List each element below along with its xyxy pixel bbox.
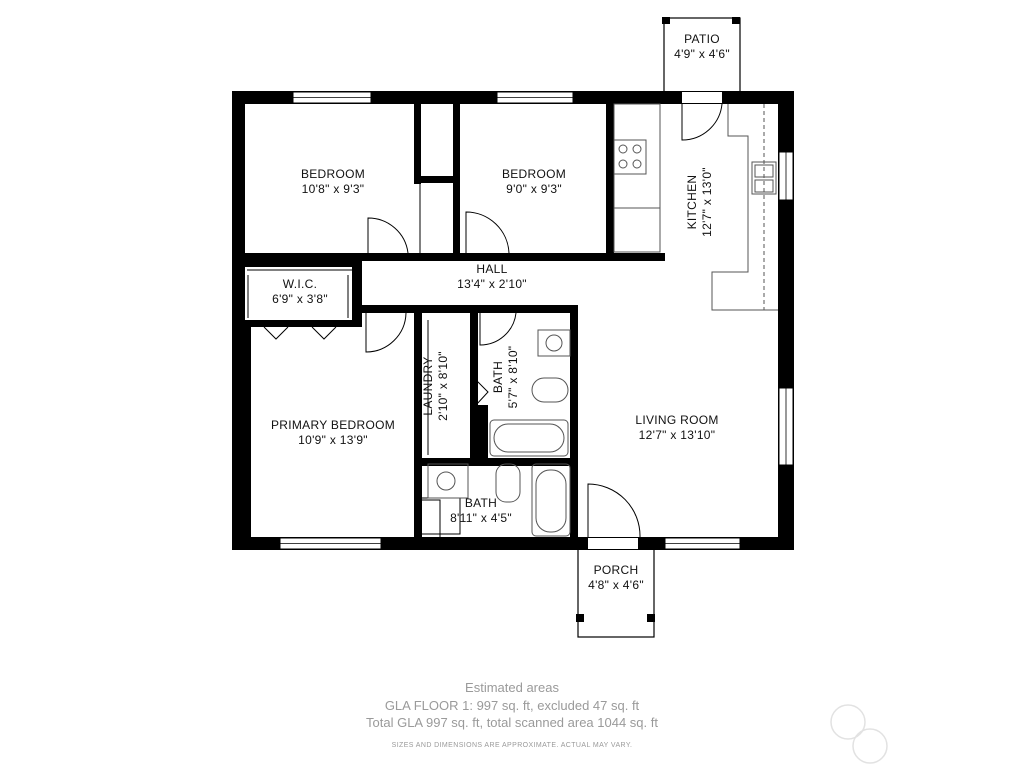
room-bath-1: BATH 5'7" x 8'10": [491, 327, 521, 427]
room-porch: PORCH 4'8" x 4'6": [576, 563, 656, 593]
room-bedroom-1: BEDROOM 10'8" x 9'3": [272, 167, 394, 197]
room-dimensions: 5'7" x 8'10": [506, 345, 520, 409]
room-dimensions: 6'9" x 3'8": [272, 292, 328, 306]
room-name: LAUNDRY: [421, 356, 435, 416]
room-dimensions: 8'11" x 4'5": [450, 511, 512, 525]
room-name: BEDROOM: [300, 167, 366, 181]
areas-heading: Estimated areas: [465, 680, 559, 695]
doors: [365, 103, 723, 538]
room-dimensions: 13'4" x 2'10": [457, 277, 527, 291]
room-primary-bedroom: PRIMARY BEDROOM 10'9" x 13'9": [258, 418, 408, 448]
room-name: PATIO: [684, 32, 720, 46]
room-kitchen: KITCHEN 12'7" x 13'0": [685, 142, 715, 262]
room-bedroom-2: BEDROOM 9'0" x 9'3": [475, 167, 593, 197]
closet-doors: [247, 269, 489, 455]
room-name: BEDROOM: [501, 167, 567, 181]
windows: [279, 91, 794, 550]
room-wic: W.I.C. 6'9" x 3'8": [252, 277, 348, 307]
room-laundry: LAUNDRY 2'10" x 8'10": [421, 336, 451, 436]
room-name: BATH: [491, 360, 505, 394]
room-name: PORCH: [593, 563, 639, 577]
room-dimensions: 4'8" x 4'6": [588, 578, 644, 592]
room-dimensions: 2'10" x 8'10": [436, 351, 450, 421]
room-dimensions: 10'8" x 9'3": [301, 182, 365, 196]
room-name: KITCHEN: [685, 174, 699, 230]
room-dimensions: 10'9" x 13'9": [298, 433, 368, 447]
kitchen-fixtures: [613, 103, 778, 311]
room-patio: PATIO 4'9" x 4'6": [662, 32, 742, 62]
areas-line-2: Total GLA 997 sq. ft, total scanned area…: [366, 715, 658, 730]
room-name: W.I.C.: [282, 277, 318, 291]
watermark-logo: [830, 704, 888, 764]
room-living-room: LIVING ROOM 12'7" x 13'10": [612, 413, 742, 443]
room-dimensions: 9'0" x 9'3": [506, 182, 562, 196]
room-dimensions: 12'7" x 13'0": [700, 167, 714, 237]
room-name: PRIMARY BEDROOM: [270, 418, 396, 432]
room-name: HALL: [476, 262, 508, 276]
interior-walls: [245, 104, 665, 550]
room-bath-2: BATH 8'11" x 4'5": [436, 496, 526, 526]
areas-line-1: GLA FLOOR 1: 997 sq. ft, excluded 47 sq.…: [384, 698, 640, 713]
room-hall: HALL 13'4" x 2'10": [432, 262, 552, 292]
room-dimensions: 12'7" x 13'10": [638, 428, 716, 442]
room-name: LIVING ROOM: [635, 413, 719, 427]
room-dimensions: 4'9" x 4'6": [674, 47, 730, 61]
room-name: BATH: [464, 496, 498, 510]
bath-fixtures: [427, 329, 571, 537]
disclaimer: SIZES AND DIMENSIONS ARE APPROXIMATE. AC…: [391, 742, 633, 749]
